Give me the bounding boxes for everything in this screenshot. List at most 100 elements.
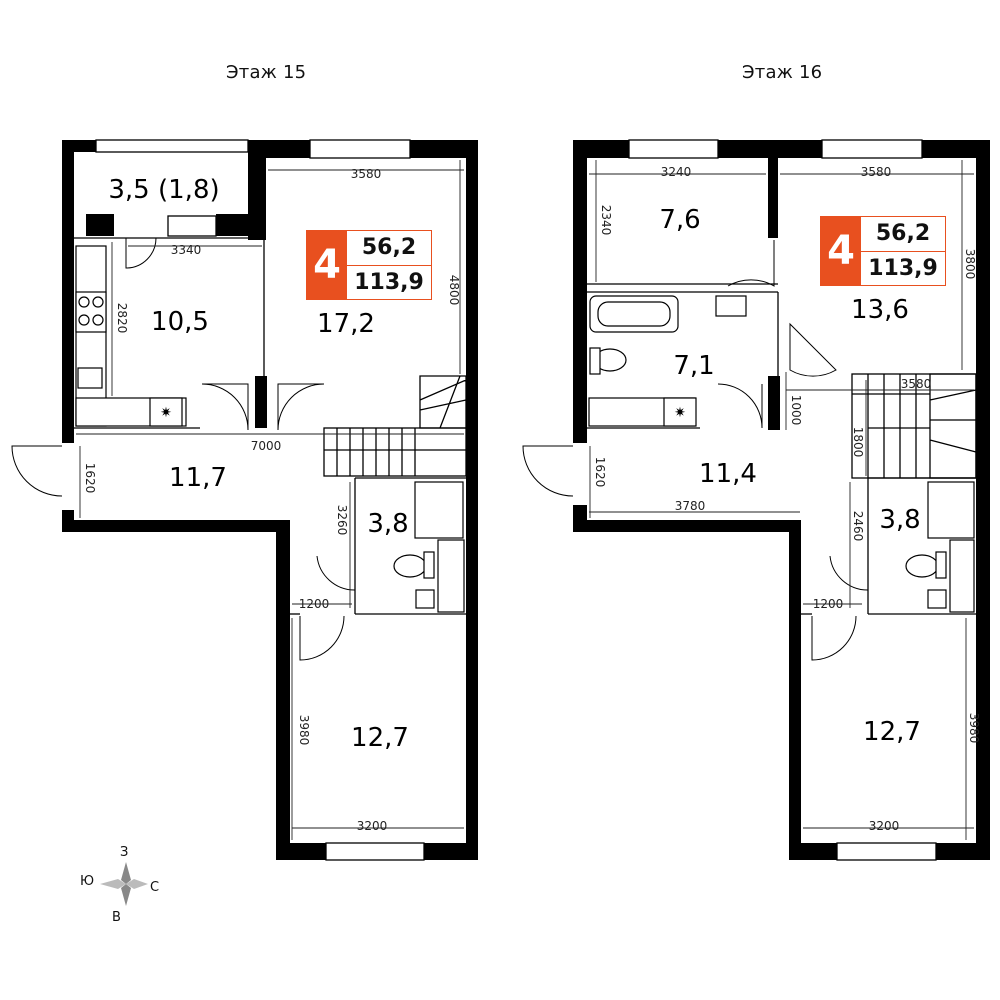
sink-icon (415, 589, 435, 609)
dim-label: 3580 (861, 165, 892, 179)
burner (78, 296, 90, 308)
utility-cabinet (437, 539, 465, 613)
dim-label: 1620 (83, 463, 97, 494)
entrance-door (11, 445, 63, 497)
living-area: 56,2 (875, 221, 931, 247)
wall (410, 140, 478, 158)
dim-label: 3200 (869, 819, 900, 833)
wall (789, 520, 801, 860)
wall (266, 140, 310, 158)
dim-label: 1800 (851, 427, 865, 458)
compass-needle (126, 879, 148, 889)
wall (216, 214, 252, 236)
door (201, 383, 249, 431)
boiler-icon: ✷ (674, 405, 686, 421)
dim-label: 4800 (447, 275, 461, 306)
compass-needle (121, 862, 131, 884)
wall (466, 140, 478, 860)
room-area: 17,2 (317, 309, 375, 339)
wall (789, 843, 837, 860)
door (299, 615, 345, 661)
boiler (663, 397, 697, 427)
room-area: 11,4 (699, 459, 757, 489)
wall (276, 843, 326, 860)
compass-east-label: С (150, 880, 160, 895)
wall (573, 140, 587, 443)
room-area: 3,8 (879, 505, 920, 535)
floor-15-plan: ✷ 3580 3340 2820 (11, 139, 478, 861)
area-badge-floor-15: 4 56,2 113,9 (306, 230, 432, 300)
burner (92, 296, 104, 308)
kitchen-sink (77, 367, 103, 389)
door (727, 240, 775, 287)
window (325, 842, 425, 861)
toilet-tank (935, 551, 947, 579)
toilet-tank (589, 347, 601, 375)
dim-label: 7000 (251, 439, 282, 453)
sink-icon (715, 295, 747, 317)
sink-icon (927, 589, 947, 609)
wall (62, 140, 74, 443)
dim-label: 3200 (357, 819, 388, 833)
wall (718, 140, 822, 158)
dim-label: 1000 (789, 395, 803, 426)
dim-label: 3260 (335, 505, 349, 536)
wall (62, 140, 96, 152)
compass-north-label: З (120, 845, 129, 860)
window (309, 139, 411, 159)
compass-south-label: В (112, 910, 121, 925)
door (316, 555, 356, 591)
bathtub-inner (597, 301, 671, 327)
dim-label: 3240 (661, 165, 692, 179)
dimension-lines (589, 160, 974, 840)
dim-label: 3580 (901, 377, 932, 391)
room-area: 12,7 (351, 723, 409, 753)
rooms-count: 4 (307, 231, 347, 299)
floor-16-plan: ✷ 3240 (522, 139, 990, 861)
room-area: 7,6 (659, 205, 700, 235)
door (789, 322, 837, 377)
wall (573, 520, 799, 532)
stair-turn (419, 375, 467, 429)
stairs (323, 375, 467, 477)
toilet-icon (905, 554, 939, 578)
room-area: 3,5 (1,8) (108, 175, 219, 205)
shower (414, 481, 464, 539)
floor-15-title: Этаж 15 (226, 62, 307, 83)
room-area: 13,6 (851, 295, 909, 325)
wall (768, 376, 780, 430)
toilet-icon (393, 554, 427, 578)
room-area: 7,1 (673, 351, 714, 381)
wall (276, 520, 290, 860)
room-area: 3,8 (367, 509, 408, 539)
stair-turn (929, 373, 977, 479)
dim-label: 3980 (297, 715, 311, 746)
dimension-lines (76, 160, 464, 840)
compass-west-label: Ю (80, 874, 95, 889)
area-badge-floor-16: 4 56,2 113,9 (820, 216, 946, 286)
wall (936, 843, 990, 860)
window (821, 139, 923, 159)
dim-label: 1620 (593, 457, 607, 488)
room-area: 12,7 (863, 717, 921, 747)
window (95, 139, 249, 153)
room-area: 11,7 (169, 463, 227, 493)
wall (768, 158, 778, 238)
entrance-door (522, 445, 574, 497)
door (811, 615, 857, 661)
wall (86, 214, 114, 236)
wall (424, 843, 478, 860)
dim-label: 3980 (967, 713, 981, 744)
utility-cabinet (949, 539, 975, 613)
window (628, 139, 719, 159)
door (829, 555, 869, 591)
compass-needle (100, 879, 126, 889)
burner (92, 314, 104, 326)
compass-icon (100, 862, 148, 906)
compass-needle (121, 884, 131, 906)
dim-label: 3780 (675, 499, 706, 513)
window (167, 215, 217, 237)
door (125, 237, 157, 269)
wall (573, 140, 629, 158)
